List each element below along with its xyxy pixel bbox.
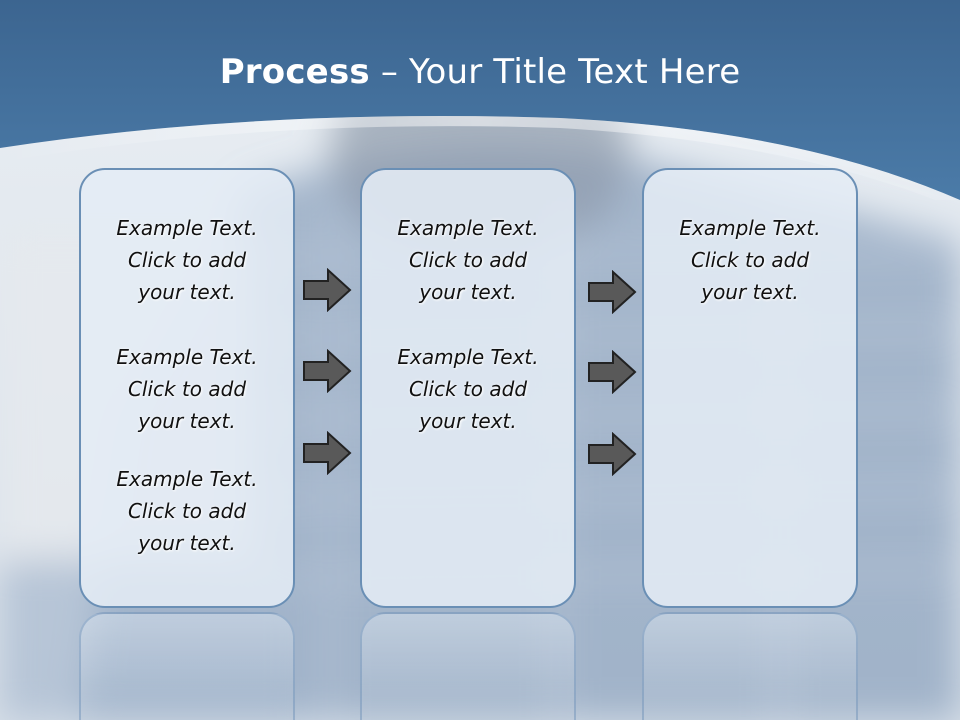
text-line: your text. [138,280,236,304]
text-line: your text. [419,409,517,433]
arrow-right-icon[interactable] [587,432,637,476]
panel-reflection [79,612,295,720]
arrow-right-icon[interactable] [302,431,352,475]
text-line: Click to add [690,248,810,272]
process-panel-3[interactable]: Example Text. Click to add your text. [642,168,858,608]
header-band [0,0,960,200]
text-line: Example Text. [679,216,821,240]
title-rest: – Your Title Text Here [369,52,741,92]
text-line: Example Text. [397,345,539,369]
text-placeholder[interactable]: Example Text. Click to add your text. [81,212,293,308]
text-placeholder[interactable]: Example Text. Click to add your text. [362,212,574,308]
text-line: Click to add [127,377,247,401]
arrow-right-icon[interactable] [587,270,637,314]
text-line: Example Text. [397,216,539,240]
process-panel-1[interactable]: Example Text. Click to add your text. Ex… [79,168,295,608]
text-placeholder[interactable]: Example Text. Click to add your text. [81,341,293,437]
text-line: Click to add [408,248,528,272]
arrow-right-icon[interactable] [302,268,352,312]
text-placeholder[interactable]: Example Text. Click to add your text. [362,341,574,437]
text-placeholder[interactable]: Example Text. Click to add your text. [644,212,856,308]
text-line: Example Text. [116,345,258,369]
text-line: your text. [701,280,799,304]
slide-title[interactable]: Process – Your Title Text Here [0,52,960,92]
text-line: Example Text. [116,467,258,491]
text-line: Click to add [408,377,528,401]
text-line: Example Text. [116,216,258,240]
process-panel-2[interactable]: Example Text. Click to add your text. Ex… [360,168,576,608]
text-placeholder[interactable]: Example Text. Click to add your text. [81,463,293,559]
panel-reflection [642,612,858,720]
arrow-right-icon[interactable] [587,350,637,394]
text-line: Click to add [127,499,247,523]
text-line: your text. [138,409,236,433]
text-line: your text. [419,280,517,304]
title-bold: Process [219,52,370,92]
text-line: your text. [138,531,236,555]
panel-reflection [360,612,576,720]
arrow-right-icon[interactable] [302,349,352,393]
text-line: Click to add [127,248,247,272]
